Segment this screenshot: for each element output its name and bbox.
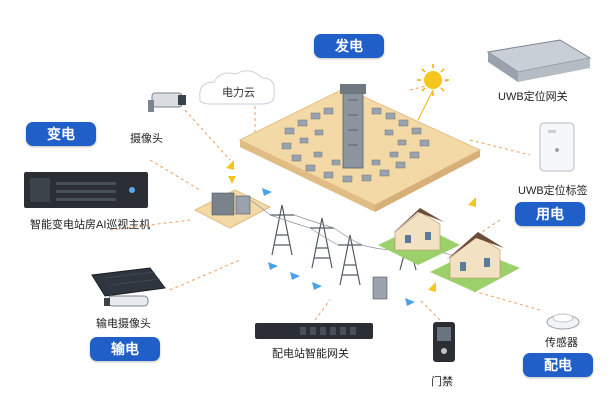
sun-icon (417, 64, 449, 121)
solar-field-edge-right (375, 150, 480, 212)
power-cloud-label: 电力云 (222, 87, 255, 99)
flow-arrows (262, 188, 415, 306)
line-camera-label: 输电摄像头 (96, 318, 151, 330)
uwb-gateway-icon (486, 39, 592, 82)
sensor-label: 传感器 (545, 337, 578, 349)
ai-host-label: 智能变电站房AI巡视主机 (30, 219, 151, 231)
sensor-icon (546, 313, 580, 330)
badge-transmission: 输电 (90, 337, 160, 361)
badge-consumption: 用电 (515, 202, 585, 226)
gateway-label: 配电站智能网关 (272, 348, 349, 360)
distribution-box-icon (372, 276, 388, 300)
solar-field-edge (240, 140, 375, 212)
house-2 (430, 232, 520, 292)
ai-host-icon (24, 172, 148, 208)
solar-tower (340, 84, 366, 169)
gateway-icon (255, 323, 373, 339)
line-camera-icon (91, 267, 166, 307)
camera-label: 摄像头 (130, 133, 163, 145)
badge-transformation: 变电 (26, 122, 96, 146)
uwb-gateway-label: UWB定位网关 (498, 91, 568, 103)
house-1 (378, 208, 460, 265)
access-control-icon (433, 322, 455, 362)
connection-lines (109, 79, 541, 321)
badge-generation: 发电 (314, 34, 384, 58)
uwb-tag-label: UWB定位标签 (518, 185, 588, 197)
uwb-tag-icon (539, 122, 575, 172)
camera-icon (148, 92, 186, 112)
power-cloud-icon (199, 70, 275, 105)
substation-icon (193, 176, 272, 229)
yellow-flow-arrows (226, 160, 476, 292)
badge-distribution: 配电 (523, 353, 593, 377)
access-control-label: 门禁 (431, 376, 453, 388)
